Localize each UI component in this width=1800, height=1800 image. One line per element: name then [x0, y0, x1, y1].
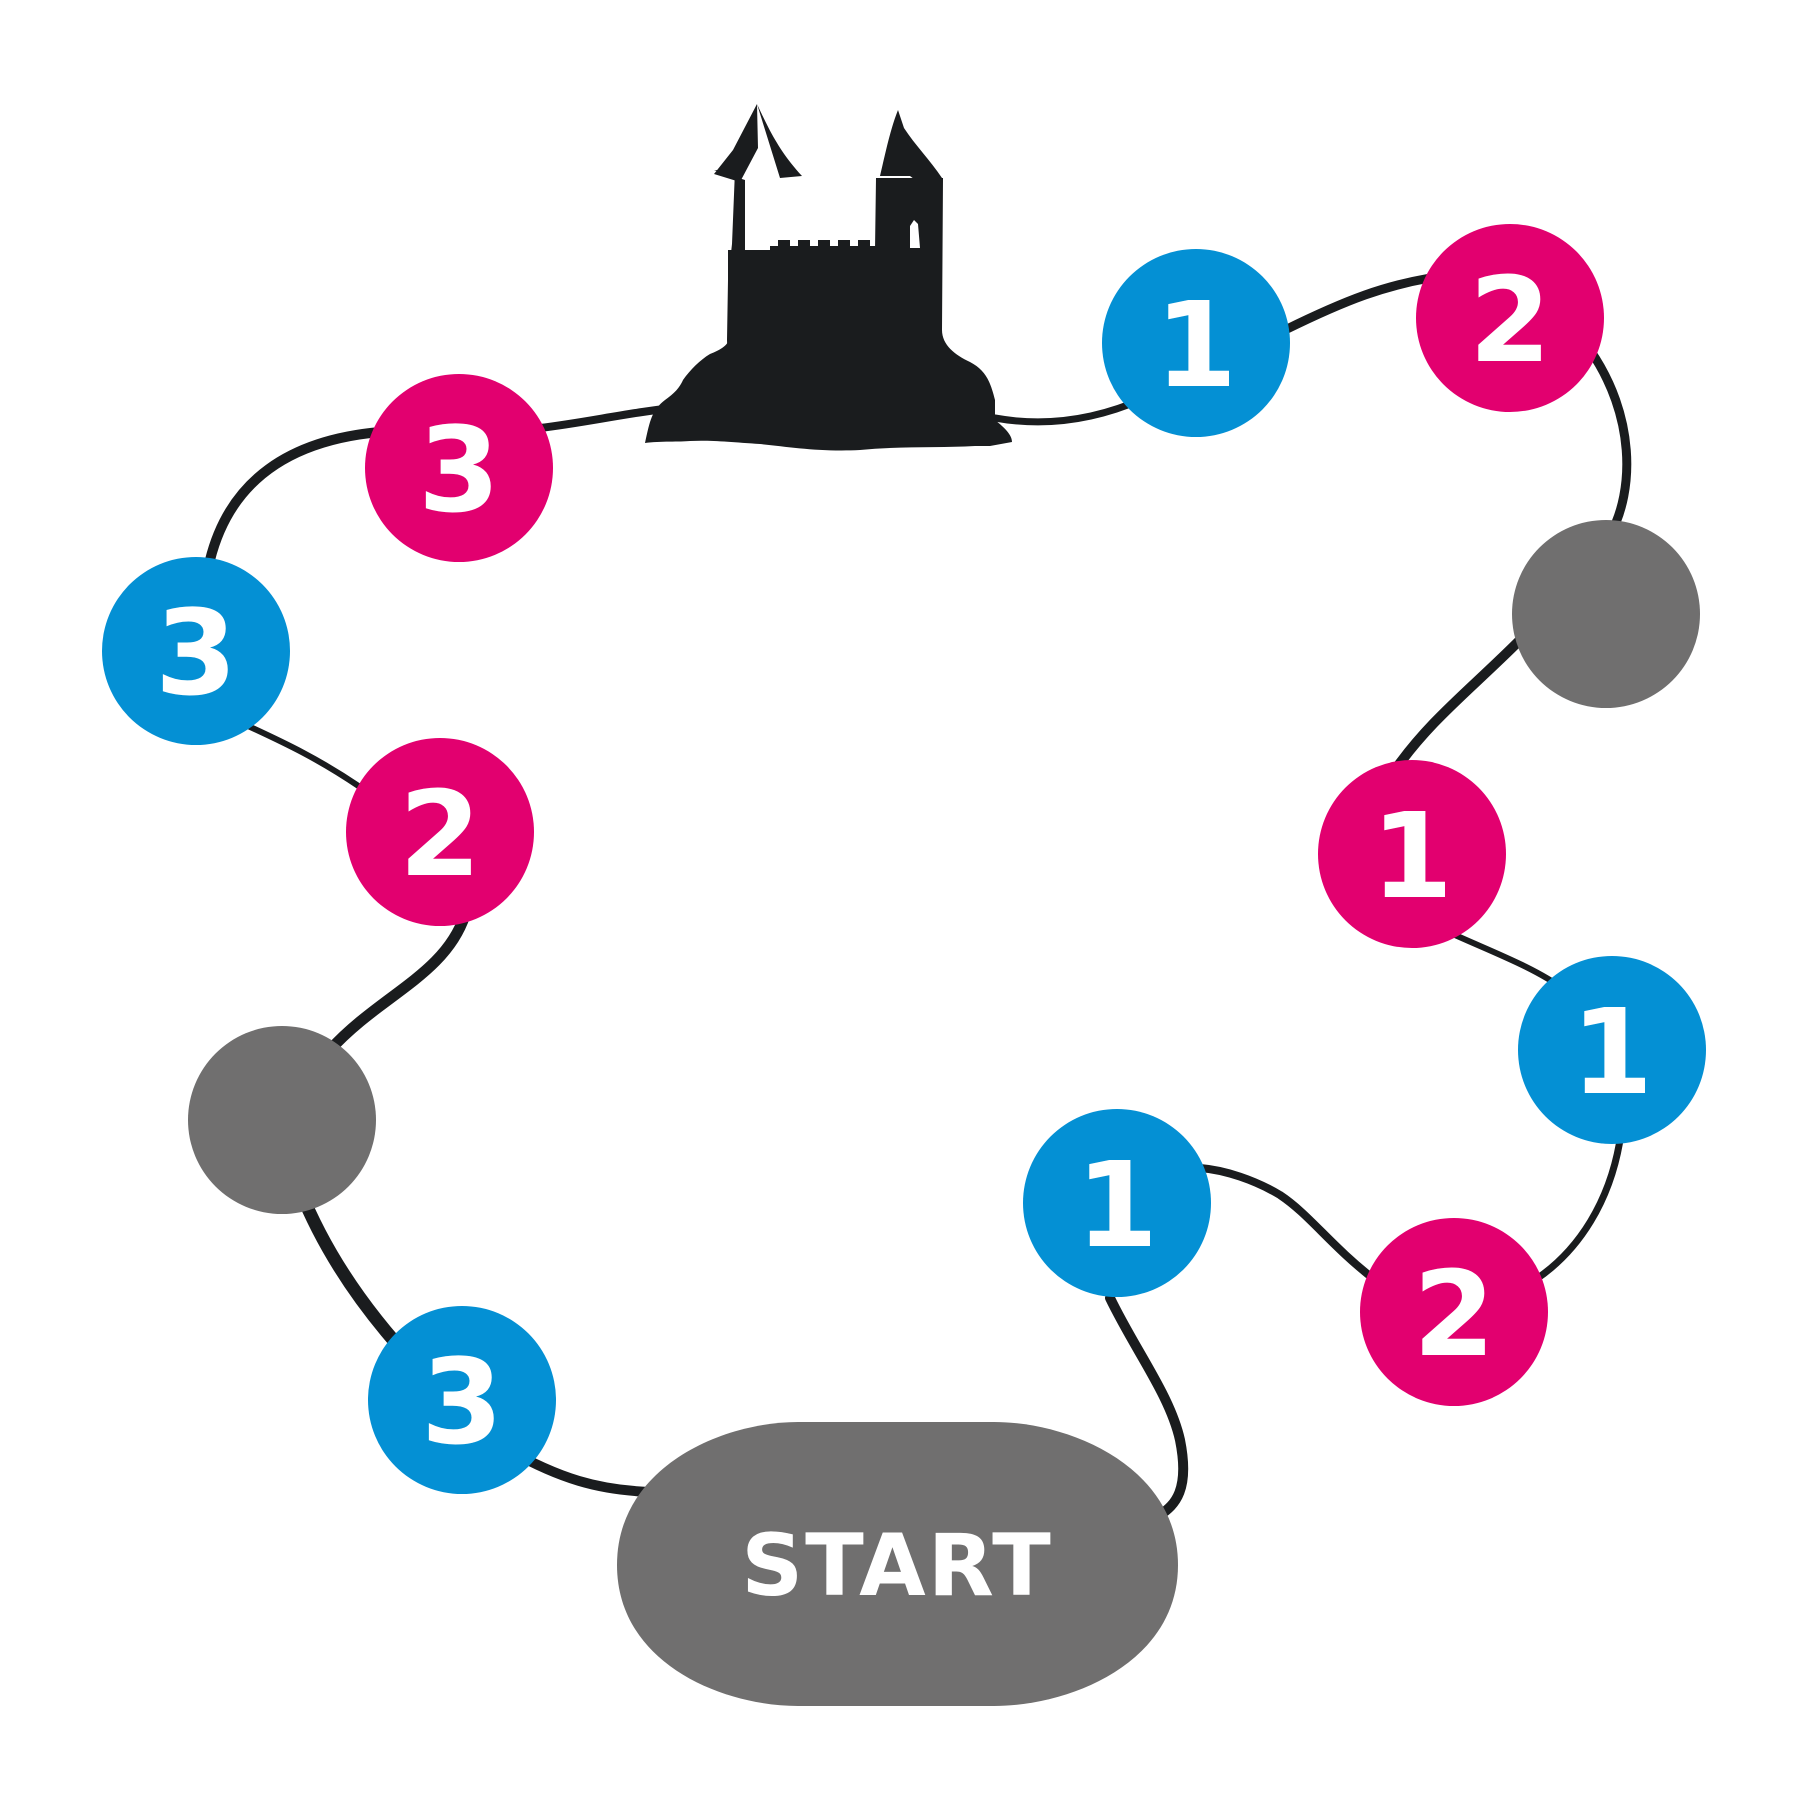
space-number: 2: [399, 765, 481, 903]
space-s05[interactable]: 3: [365, 374, 553, 562]
space-s03[interactable]: 2: [346, 738, 534, 926]
path-segment: [330, 915, 465, 1050]
space-s01[interactable]: 3: [368, 1306, 556, 1494]
path-segment: [1535, 1140, 1620, 1280]
space-s10[interactable]: 1: [1518, 956, 1706, 1144]
space-number: 1: [1155, 276, 1237, 414]
path-segment: [300, 1190, 395, 1342]
path-segment: [210, 432, 380, 560]
space-gray: [1512, 520, 1700, 708]
path-segment: [1590, 350, 1627, 535]
space-s11[interactable]: 2: [1360, 1218, 1548, 1406]
path-segment: [1200, 1168, 1375, 1280]
space-s07[interactable]: 2: [1416, 224, 1604, 412]
space-number: 1: [1571, 983, 1653, 1121]
space-number: 3: [155, 584, 237, 722]
start-space[interactable]: START: [617, 1422, 1178, 1706]
space-number: 3: [418, 401, 500, 539]
space-s08[interactable]: [1512, 520, 1700, 708]
path-segment: [1395, 640, 1520, 770]
space-number: 1: [1371, 787, 1453, 925]
castle-icon: [645, 104, 1012, 450]
path-segment: [235, 720, 360, 787]
space-number: 3: [421, 1333, 503, 1471]
space-gray: [188, 1026, 376, 1214]
start-label: START: [741, 1516, 1053, 1616]
space-s04[interactable]: 3: [102, 557, 290, 745]
space-number: 1: [1076, 1136, 1158, 1274]
space-number: 2: [1413, 1245, 1495, 1383]
space-s02[interactable]: [188, 1026, 376, 1214]
space-s06[interactable]: 1: [1102, 249, 1290, 437]
space-s09[interactable]: 1: [1318, 760, 1506, 948]
space-number: 2: [1469, 251, 1551, 389]
space-s12[interactable]: 1: [1023, 1109, 1211, 1297]
path-segment: [1285, 278, 1430, 330]
